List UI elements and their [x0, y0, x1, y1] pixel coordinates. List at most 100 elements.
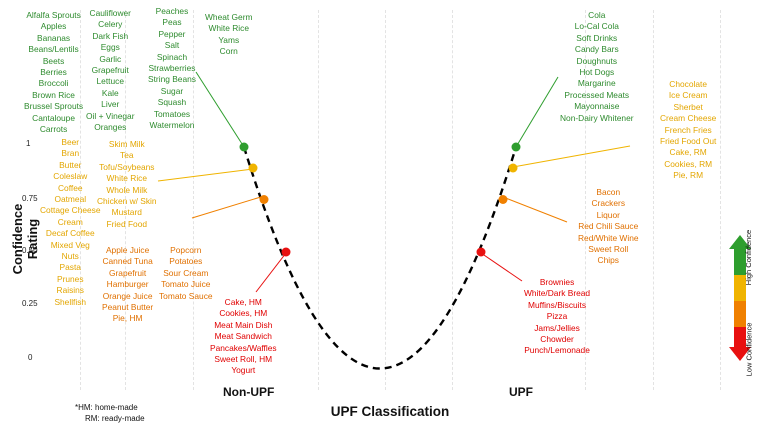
food-item: Oil + Vinegar — [86, 110, 135, 121]
food-item: Coleslaw — [53, 171, 88, 182]
food-item: Soft Drinks — [576, 32, 618, 43]
food-item: Berries — [40, 67, 67, 78]
food-item: Cake, HM — [224, 297, 262, 307]
food-item: Peanut Butter — [102, 302, 154, 313]
food-item: Pancakes/Waffles — [210, 342, 277, 353]
food-item: Bran — [61, 148, 80, 159]
food-item: Oatmeal — [54, 194, 87, 205]
food-item: Beer — [61, 137, 80, 147]
food-item: White Rice — [106, 173, 148, 184]
food-item: Chocolate — [669, 79, 708, 89]
food-item: Coffee — [58, 182, 83, 193]
food-item: Corn — [219, 46, 238, 57]
food-item: Butter — [59, 159, 82, 170]
x-category-upf: UPF — [509, 385, 533, 399]
food-item: Raisins — [56, 285, 84, 296]
food-item: Ice Cream — [668, 90, 708, 101]
connector-orange-right — [502, 196, 568, 223]
food-item: Brown Rice — [32, 89, 75, 100]
food-item: Margarine — [577, 78, 616, 89]
food-item: White/Dark Bread — [524, 288, 591, 299]
connector-red-left — [255, 252, 287, 293]
food-item: Muffins/Biscuits — [528, 299, 587, 310]
food-item: Orange Juice — [102, 290, 153, 301]
food-item: Garlic — [99, 53, 122, 64]
connector-green-left — [195, 71, 245, 148]
food-item: Potatoes — [169, 256, 203, 267]
food-item: Liquor — [596, 209, 620, 220]
food-item: French Fries — [664, 124, 712, 135]
connector-yellow-right — [512, 145, 631, 168]
food-item: Chicken w/ Skin — [97, 196, 157, 207]
food-item: Tofu/Soybeans — [99, 161, 155, 172]
data-point-1 — [248, 163, 258, 173]
legend-arrow-down — [729, 347, 751, 361]
food-item: Red/White Wine — [578, 232, 639, 243]
food-item: Cookies, RM — [664, 158, 713, 169]
food-item: Shellfish — [54, 296, 87, 307]
food-item: Oranges — [94, 122, 127, 133]
data-point-4 — [511, 142, 521, 152]
food-item: Whole Milk — [106, 184, 148, 195]
food-item: Pizza — [546, 311, 568, 322]
food-item: Fried Food Out — [660, 136, 717, 147]
food-item: Apple Juice — [105, 245, 150, 255]
data-point-5 — [508, 163, 518, 173]
legend-low-label: Low Confidence — [744, 322, 754, 377]
food-item: Cottage Cheese — [40, 205, 101, 216]
food-item: Pie, RM — [673, 170, 704, 181]
food-item: Liver — [101, 99, 120, 110]
data-point-0 — [239, 142, 249, 152]
legend-high-label: High Confidence — [744, 229, 754, 286]
food-item: Sherbet — [673, 101, 703, 112]
food-item: Processed Meats — [564, 89, 630, 100]
food-item: Crackers — [591, 198, 626, 209]
y-tick-075: 0.75 — [22, 194, 38, 203]
food-item: Celery — [98, 19, 123, 30]
food-item: String Beans — [148, 74, 196, 85]
food-item: Fried Food — [106, 218, 148, 229]
food-item: Strawberries — [148, 63, 196, 74]
food-item: Eggs — [100, 42, 120, 53]
food-item: Jams/Jellies — [534, 322, 580, 333]
food-item: Brussel Sprouts — [24, 101, 84, 112]
food-item: Cookies, HM — [219, 308, 268, 319]
food-item: Chowder — [540, 334, 574, 345]
food-item: Pepper — [158, 28, 186, 39]
food-item: Pie, HM — [112, 313, 143, 324]
food-item: Mixed Veg — [50, 239, 90, 250]
food-item: Popcorn — [170, 245, 202, 255]
x-axis-label: UPF Classification — [330, 404, 450, 419]
food-item: Brownies — [539, 277, 575, 287]
y-tick-1: 1 — [26, 139, 31, 148]
food-item: Cantaloupe — [32, 112, 75, 123]
food-item: Pasta — [59, 262, 81, 273]
food-item: Hot Dogs — [579, 67, 615, 78]
data-point-3 — [281, 247, 291, 257]
food-item: Kale — [101, 87, 119, 98]
food-item: Bacon — [596, 187, 621, 197]
food-item: Beets — [42, 55, 65, 66]
food-item: Squash — [157, 97, 187, 108]
connector-red-right — [480, 252, 523, 282]
x-category-non-upf: Non-UPF — [223, 385, 275, 399]
food-item: Salt — [164, 40, 180, 51]
food-item: Tea — [120, 150, 134, 161]
connector-yellow-left — [157, 168, 254, 182]
connector-orange-left — [191, 195, 265, 219]
food-item: Apples — [40, 21, 67, 32]
food-item: Chips — [597, 255, 619, 266]
food-item: Lo-Cal Cola — [574, 21, 619, 32]
data-point-2 — [259, 195, 269, 204]
legend-seg-yellow — [734, 275, 746, 301]
food-item: Tomatoes — [153, 108, 191, 119]
food-item: Candy Bars — [574, 44, 619, 55]
